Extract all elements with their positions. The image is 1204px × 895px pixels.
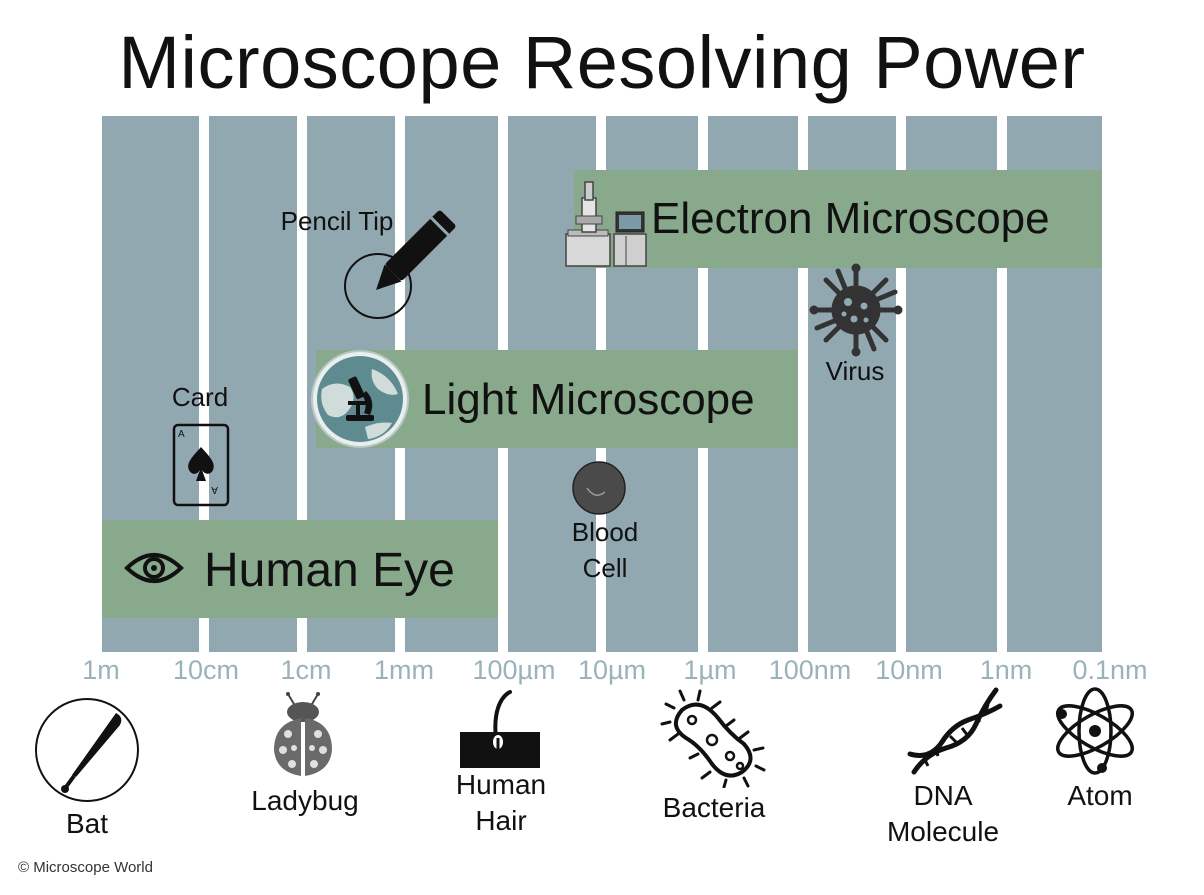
human-hair-label-line1: Human (455, 769, 547, 800)
svg-text:A: A (178, 429, 185, 440)
baseball-bat-icon (35, 698, 139, 802)
blood-cell-label-line2: Cell (582, 553, 628, 583)
human-hair-label-line2: Hair (475, 805, 527, 836)
eye-icon (124, 553, 184, 583)
virus-label: Virus (825, 356, 885, 386)
scale-label-10um: 10µm (577, 655, 647, 685)
bacteria-icon (660, 689, 766, 788)
playing-card-icon: A A (172, 423, 230, 507)
scale-label-0-1nm: 0.1nm (1072, 655, 1148, 685)
pencil-icon (344, 210, 456, 319)
blood-cell-label-line1: Blood (571, 517, 639, 547)
dna-molecule-label-line1: DNA (913, 780, 973, 811)
electron-microscope-icon (565, 181, 647, 267)
electron-microscope-band (574, 170, 1102, 268)
copyright-notice: © Microscope World (18, 859, 153, 876)
atom-label: Atom (1067, 780, 1133, 811)
blood-cell-icon (572, 461, 626, 515)
human-eye-band (102, 520, 498, 618)
pencil-tip-label: Pencil Tip (280, 206, 394, 236)
ladybug-label: Ladybug (251, 785, 359, 816)
svg-text:A: A (211, 484, 218, 495)
dna-icon (907, 687, 1003, 775)
scale-label-1cm: 1cm (280, 655, 332, 685)
dna-molecule-label-line2: Molecule (886, 816, 1000, 847)
atom-icon (1056, 687, 1134, 775)
bat-label: Bat (65, 808, 109, 839)
scale-label-1mm: 1mm (374, 655, 434, 685)
scale-label-1nm: 1nm (979, 655, 1033, 685)
hair-icon (460, 690, 540, 768)
electron-microscope-label: Electron Microscope (651, 194, 1050, 243)
card-label: Card (171, 382, 229, 412)
virus-icon (809, 263, 903, 357)
bacteria-label: Bacteria (662, 792, 766, 823)
scale-label-10cm: 10cm (172, 655, 240, 685)
scale-label-1um: 1µm (683, 655, 737, 685)
light-microscope-label: Light Microscope (422, 375, 755, 424)
page-title: Microscope Resolving Power (118, 21, 1086, 104)
light-microscope-logo-icon (311, 350, 409, 448)
scale-label-100nm: 100nm (768, 655, 852, 685)
human-eye-label: Human Eye (204, 544, 455, 597)
ladybug-icon (274, 692, 332, 776)
scale-label-100um: 100µm (472, 655, 556, 685)
scale-label-1m: 1m (82, 655, 120, 685)
scale-label-10nm: 10nm (875, 655, 943, 685)
